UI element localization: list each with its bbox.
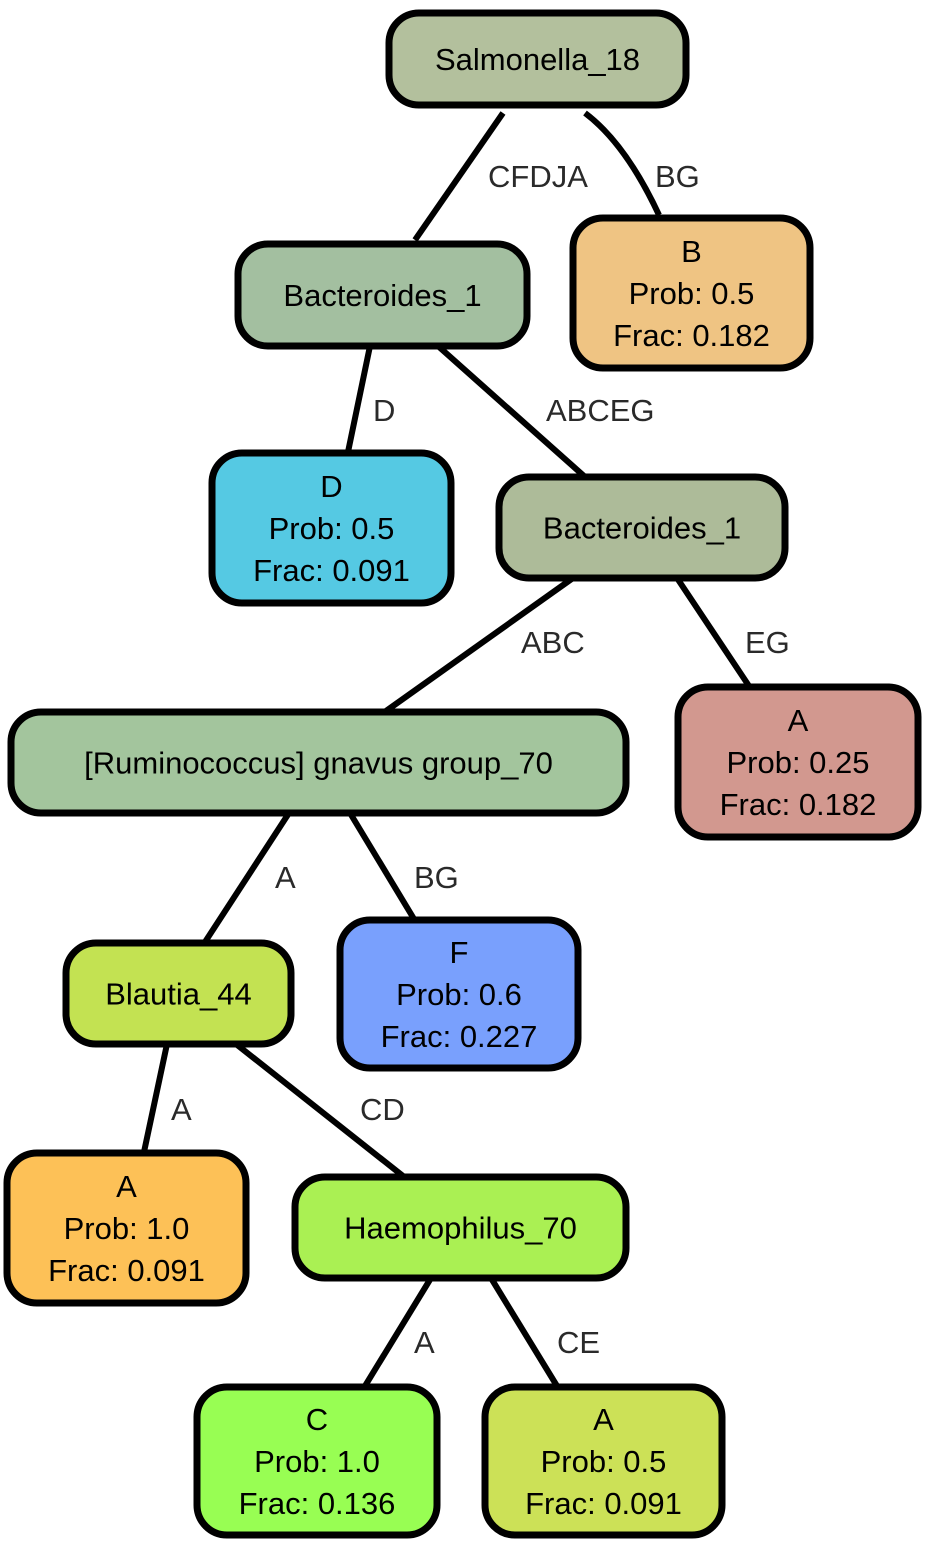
edge-label: BG [414, 860, 459, 895]
edge-line [202, 811, 292, 944]
edge-label: ABC [521, 625, 585, 660]
node-frac: Frac: 0.091 [525, 1486, 682, 1521]
split-node: [Ruminococcus] gnavus group_70 [7, 708, 630, 817]
node-title: A [116, 1169, 137, 1204]
node-title: Bacteroides_1 [543, 511, 741, 546]
node-title: F [450, 935, 469, 970]
node-box [481, 1383, 726, 1539]
node-title: Blautia_44 [105, 977, 252, 1012]
node-frac: Frac: 0.091 [253, 553, 410, 588]
edge-label: A [275, 860, 296, 895]
edge-line [345, 345, 373, 453]
edge-line [674, 576, 752, 688]
node-frac: Frac: 0.227 [381, 1019, 538, 1054]
edge-label: BG [655, 159, 700, 194]
edge-n1-n4: ABCEG [436, 343, 655, 479]
edge-label: CD [360, 1092, 405, 1127]
node-title: Haemophilus_70 [344, 1211, 577, 1246]
node-box [569, 214, 814, 372]
node-title: D [320, 469, 342, 504]
node-box [291, 1173, 630, 1282]
edge-line [488, 1276, 560, 1388]
edge-n1-n3: D [345, 345, 395, 453]
node-box [62, 939, 295, 1048]
edge-n4-n6: EG [674, 576, 790, 688]
edge-label: ABCEG [546, 393, 655, 428]
edge-n5-n8: BG [347, 811, 459, 921]
node-title: Bacteroides_1 [283, 278, 481, 313]
edge-line [141, 1043, 170, 1153]
node-box [674, 683, 922, 841]
node-prob: Prob: 1.0 [64, 1211, 190, 1246]
node-box [234, 240, 531, 350]
node-prob: Prob: 1.0 [254, 1444, 380, 1479]
node-prob: Prob: 0.5 [541, 1444, 667, 1479]
edge-line [384, 575, 575, 714]
node-title: A [788, 703, 809, 738]
edge-n5-n7: A [202, 811, 296, 944]
node-title: A [593, 1402, 614, 1437]
edge-n4-n5: ABC [384, 575, 585, 714]
node-box [3, 1149, 250, 1307]
node-title: C [306, 1402, 328, 1437]
edge-n10-n11: A [362, 1276, 435, 1388]
split-node: Bacteroides_1 [495, 473, 789, 582]
edge-n10-n12: CE [488, 1276, 600, 1388]
edge-label: CE [557, 1325, 600, 1360]
node-title: Salmonella_18 [435, 42, 640, 77]
edge-n7-n9: A [141, 1043, 192, 1153]
edge-line [436, 343, 586, 479]
node-frac: Frac: 0.136 [239, 1486, 396, 1521]
split-node: Bacteroides_1 [234, 240, 531, 350]
split-node: Blautia_44 [62, 939, 295, 1048]
node-prob: Prob: 0.5 [629, 276, 755, 311]
edge-line [583, 110, 662, 217]
edge-n0-n2: BG [583, 110, 700, 217]
node-prob: Prob: 0.25 [726, 745, 869, 780]
edge-line [362, 1276, 434, 1388]
node-box [495, 473, 789, 582]
node-title: B [681, 234, 702, 269]
node-prob: Prob: 0.6 [396, 977, 522, 1012]
split-node: Salmonella_18 [385, 9, 690, 109]
node-prob: Prob: 0.5 [269, 511, 395, 546]
edge-line [234, 1041, 405, 1179]
node-frac: Frac: 0.091 [48, 1253, 205, 1288]
edge-label: EG [745, 625, 790, 660]
node-frac: Frac: 0.182 [720, 787, 877, 822]
node-box [208, 449, 455, 607]
node-box [193, 1383, 441, 1539]
edge-n7-n10: CD [234, 1041, 405, 1179]
node-box [336, 916, 582, 1072]
node-box [385, 9, 690, 109]
edge-line [412, 111, 506, 242]
edge-label: CFDJA [488, 159, 588, 194]
edge-line [347, 811, 417, 921]
node-box [7, 708, 630, 817]
edge-n0-n1: CFDJA [412, 111, 588, 242]
edge-label: A [171, 1092, 192, 1127]
edge-label: A [414, 1325, 435, 1360]
node-frac: Frac: 0.182 [613, 318, 770, 353]
split-node: Haemophilus_70 [291, 1173, 630, 1282]
edge-label: D [373, 393, 395, 428]
node-title: [Ruminococcus] gnavus group_70 [84, 746, 553, 781]
